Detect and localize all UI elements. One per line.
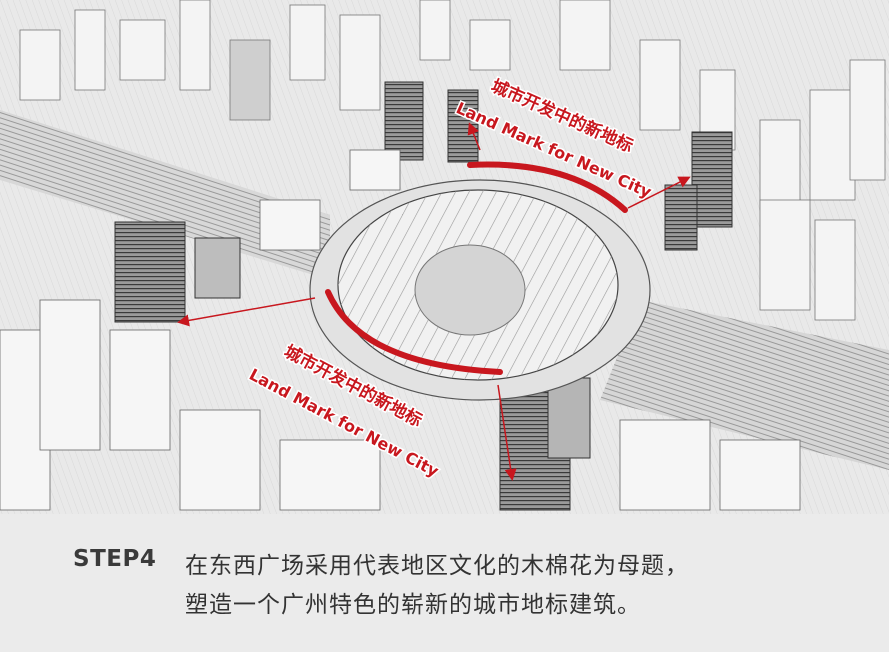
tower-east-2: [664, 184, 698, 251]
tower-east-1: [691, 131, 733, 228]
foreground-buildings: [0, 149, 801, 511]
tower-north-1: [384, 81, 424, 161]
railway-east-tracks: [600, 300, 889, 470]
railway-west-tracks: [0, 110, 330, 280]
lower-arrow: [177, 297, 316, 327]
station-roof-core: [414, 244, 526, 336]
tower-west-1: [114, 221, 186, 323]
caption-line-2: 塑造一个广州特色的崭新的城市地标建筑。: [185, 592, 641, 618]
step-label: STEP4: [73, 546, 157, 572]
lower-arc: [325, 289, 503, 375]
tower-south-2: [547, 377, 591, 459]
upper-arrow-2: [467, 122, 481, 151]
upper-arc: [467, 161, 628, 213]
tower-west-2: [194, 237, 241, 299]
caption-band: [0, 514, 889, 652]
upper-arrow: [627, 176, 691, 209]
caption-line-1: 在东西广场采用代表地区文化的木棉花为母题，: [185, 553, 689, 579]
lower-arrow-2: [497, 384, 517, 481]
